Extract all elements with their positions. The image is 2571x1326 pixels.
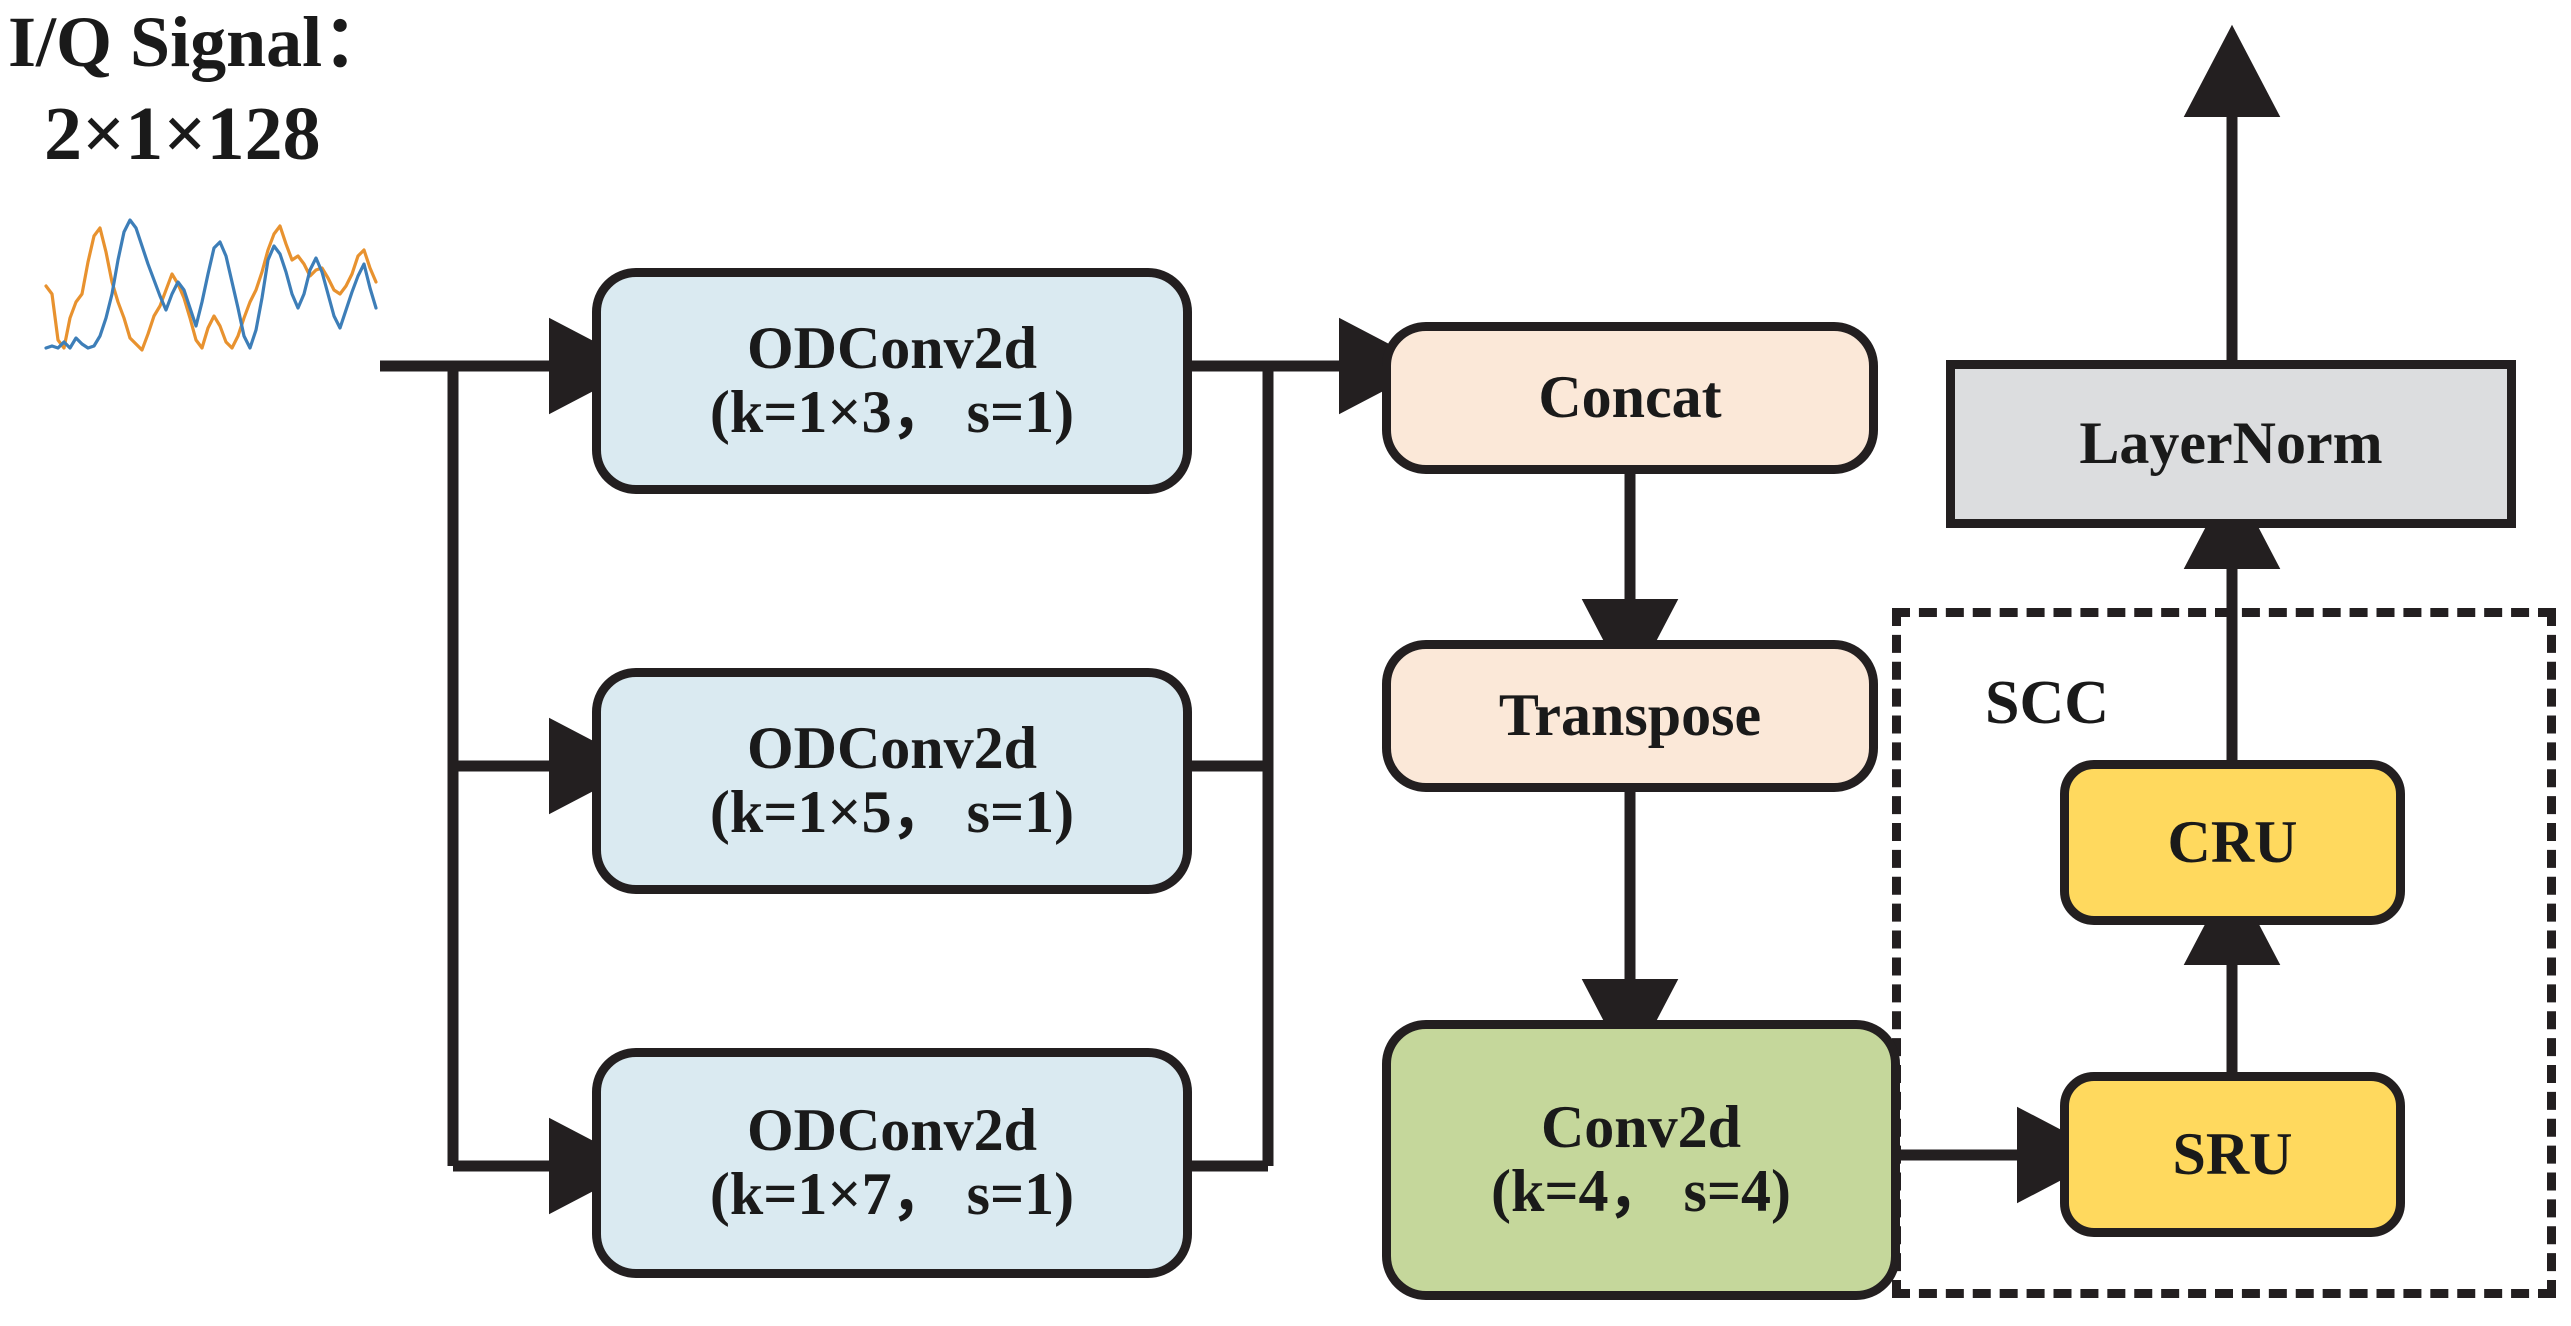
node-transpose-title: Transpose <box>1498 682 1762 749</box>
node-transpose[interactable]: Transpose <box>1382 640 1878 792</box>
node-odconv-3-title: ODConv2d <box>746 1097 1038 1164</box>
node-odconv-2-title: ODConv2d <box>746 715 1038 782</box>
iq-waveform-i-trace <box>44 218 378 350</box>
input-shape-label: 2×1×128 <box>44 92 321 176</box>
node-layernorm-title: LayerNorm <box>2079 410 2383 477</box>
node-cru[interactable]: CRU <box>2060 760 2405 925</box>
node-sru[interactable]: SRU <box>2060 1072 2405 1237</box>
iq-signal-waveform <box>40 198 380 358</box>
scc-group-boundary <box>1892 608 2556 1298</box>
node-cru-title: CRU <box>2167 808 2298 875</box>
node-conv2d-title: Conv2d <box>1540 1094 1742 1161</box>
node-odconv-2-params: (k=1×5， s=1) <box>709 779 1075 845</box>
node-concat[interactable]: Concat <box>1382 322 1878 474</box>
node-odconv-1-params: (k=1×3， s=1) <box>709 379 1075 445</box>
node-odconv-1[interactable]: ODConv2d (k=1×3， s=1) <box>592 268 1192 494</box>
node-conv2d-params: (k=4， s=4) <box>1490 1158 1792 1224</box>
node-conv2d[interactable]: Conv2d (k=4， s=4) <box>1382 1020 1900 1300</box>
node-odconv-1-title: ODConv2d <box>746 315 1038 382</box>
input-title-label: I/Q Signal： <box>8 2 395 82</box>
node-concat-title: Concat <box>1538 364 1722 431</box>
node-odconv-3[interactable]: ODConv2d (k=1×7， s=1) <box>592 1048 1192 1278</box>
scc-group-label: SCC <box>1985 669 2110 737</box>
node-sru-title: SRU <box>2172 1120 2293 1187</box>
node-layernorm[interactable]: LayerNorm <box>1946 360 2516 528</box>
node-odconv-2[interactable]: ODConv2d (k=1×5， s=1) <box>592 668 1192 894</box>
node-odconv-3-params: (k=1×7， s=1) <box>709 1161 1075 1227</box>
